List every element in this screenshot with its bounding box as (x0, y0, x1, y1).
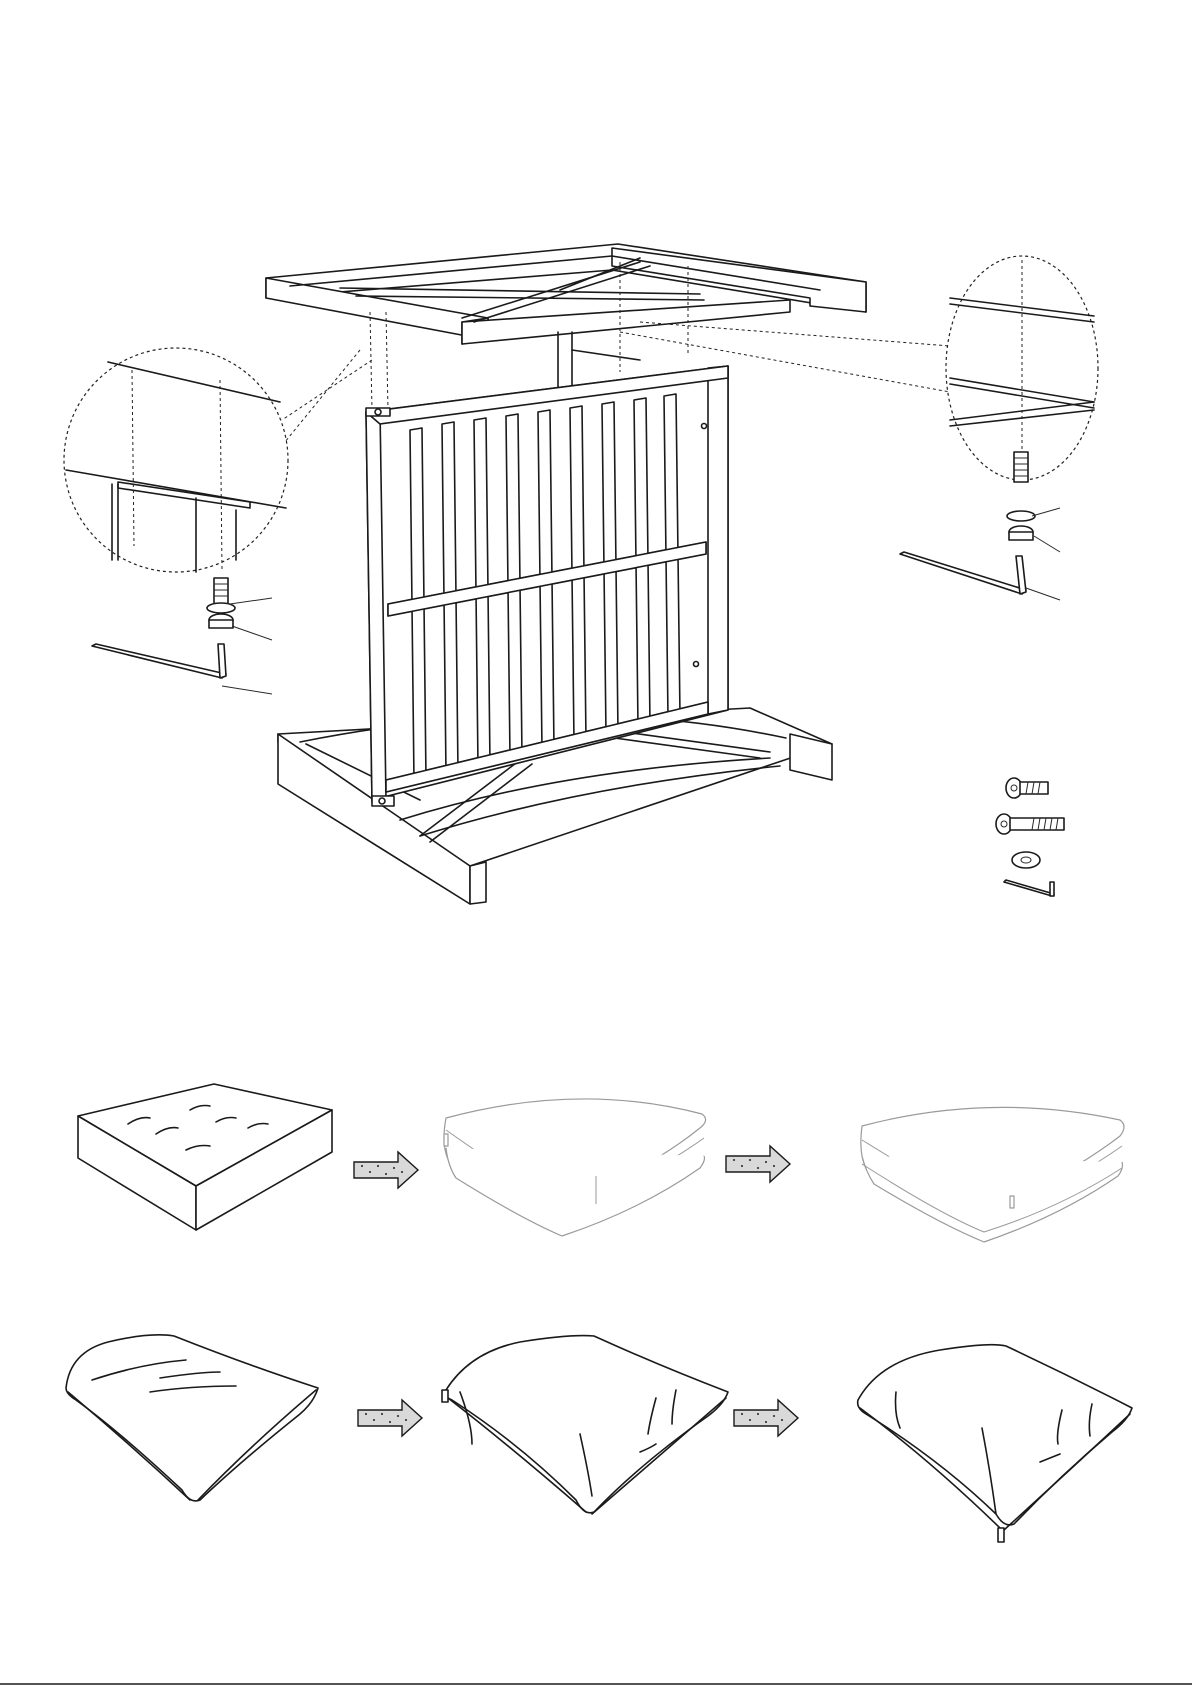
washer-icon (1012, 852, 1040, 868)
pillow-cover-zipped (858, 1345, 1132, 1542)
right-arrow-icon (354, 1152, 418, 1188)
table-top-frame (266, 244, 866, 344)
left-detail-circle (64, 348, 288, 572)
right-arrow-icon (734, 1400, 798, 1436)
pillow-insert (66, 1335, 318, 1501)
right-arrow-icon (726, 1146, 790, 1182)
allen-key-icon (900, 552, 1026, 594)
right-detail-circle (946, 256, 1098, 480)
allen-key-icon (92, 644, 226, 678)
foam-insert (78, 1084, 332, 1230)
pillow-cover-open (442, 1336, 728, 1514)
cover-partly-zipped (444, 1099, 706, 1236)
allen-key-icon (1004, 880, 1054, 896)
right-arrow-icon (358, 1400, 422, 1436)
cover-closed (861, 1107, 1124, 1242)
back-pillow-row (66, 1335, 1132, 1542)
long-bolt-icon (996, 814, 1064, 834)
short-bolt-icon (1006, 778, 1048, 798)
hardware-legend (996, 778, 1064, 896)
seat-cushion-row (78, 1084, 1124, 1242)
